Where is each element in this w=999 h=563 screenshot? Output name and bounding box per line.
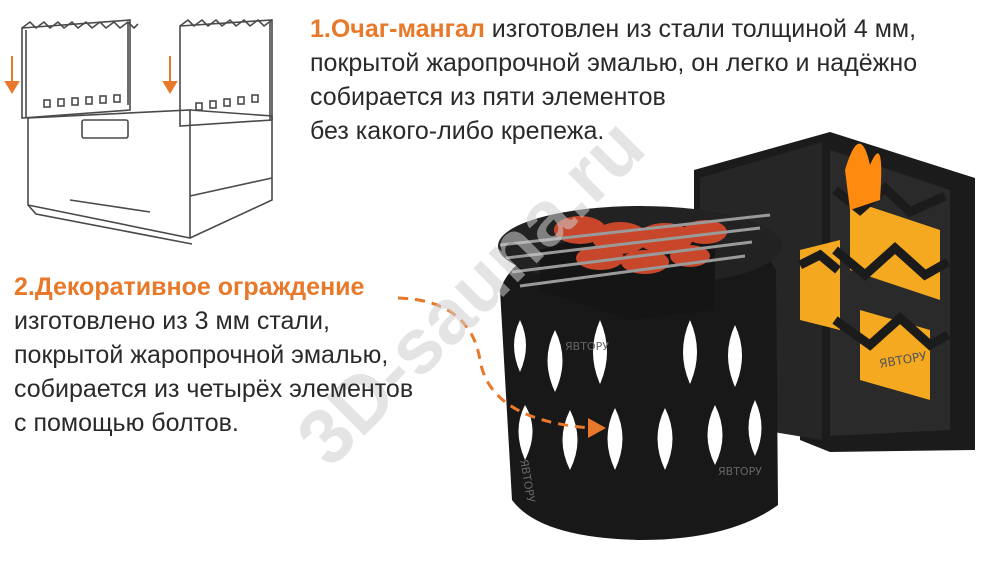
block2-title: Декоративное ограждение (34, 273, 365, 301)
block1-title: Очаг-мангал (330, 15, 485, 43)
block1-number: 1. (310, 15, 331, 43)
block2-line-1: покрытой жаропрочной эмалью, (14, 341, 389, 369)
description-block-2: 2.Декоративное ограждение изготовлено из… (14, 270, 413, 440)
block2-number: 2. (14, 273, 35, 301)
block1-line-3: без какого-либо крепежа. (310, 117, 605, 145)
round-fence: ЯВТОРУ ЯВТОРУ ЯВТОРУ (498, 206, 782, 540)
fence-mark-1: ЯВТОРУ (565, 340, 609, 353)
block2-line-0: изготовлено из 3 мм стали, (14, 307, 330, 335)
block1-line-2: собирается из пяти элементов (310, 83, 666, 111)
skewers (499, 213, 771, 288)
pointer-arrow-head (588, 418, 606, 438)
flame-top (845, 143, 882, 210)
pointer-arrow (397, 296, 591, 430)
block2-line-2: собирается из четырёх элементов (14, 375, 414, 403)
diagram-slots (43, 94, 259, 111)
block2-line-3: с помощью болтов. (14, 409, 239, 437)
description-block-1: 1.Очаг-мангал изготовлен из стали толщин… (310, 12, 917, 148)
block1-line-1: покрытой жаропрочной эмалью, он легко и … (310, 49, 918, 77)
fence-mark-3: ЯВТОРУ (718, 465, 762, 478)
block1-heading-line: 1.Очаг-мангал изготовлен из стали толщин… (310, 12, 917, 46)
block2-heading-line: 2.Декоративное ограждение (14, 270, 413, 304)
fence-pattern (514, 320, 762, 470)
block1-line-0: изготовлен из стали толщиной 4 мм, (491, 15, 917, 43)
diagram-back-panel (21, 19, 131, 119)
diagram-arrows (4, 56, 178, 94)
